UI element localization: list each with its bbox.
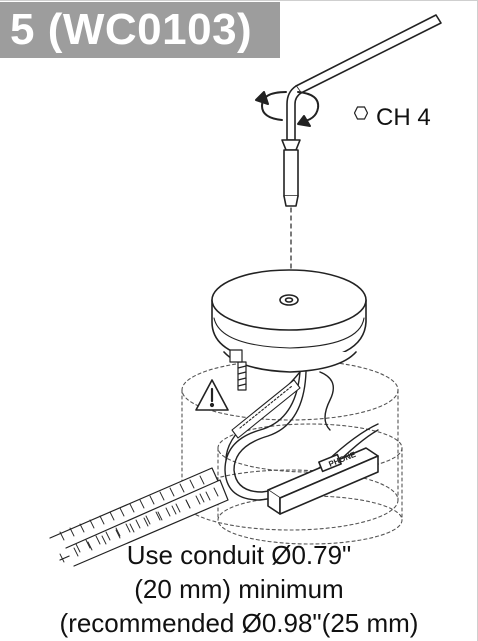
tool-size-label: CH 4 — [354, 104, 431, 132]
mounting-screw — [229, 349, 247, 391]
connector-module — [267, 447, 379, 515]
frame-top-border — [0, 0, 478, 1]
hexagon-icon — [354, 106, 368, 120]
step-title: 5 (WC0103) — [0, 2, 280, 58]
warning-icon — [195, 379, 229, 411]
flexible-conduit — [49, 467, 229, 567]
tool-size-text: CH 4 — [376, 104, 431, 131]
caption-line-1: Use conduit Ø0.79" — [126, 540, 352, 570]
rotate-arrows-icon — [255, 91, 320, 127]
caption-line-2: (20 mm) minimum — [134, 574, 344, 604]
conduit-caption: Use conduit Ø0.79" (20 mm) minimum (reco… — [0, 538, 478, 640]
caption-line-3: (recommended Ø0.98"(25 mm) — [59, 608, 419, 638]
charger-puck — [211, 269, 367, 373]
cable-label — [231, 379, 301, 439]
